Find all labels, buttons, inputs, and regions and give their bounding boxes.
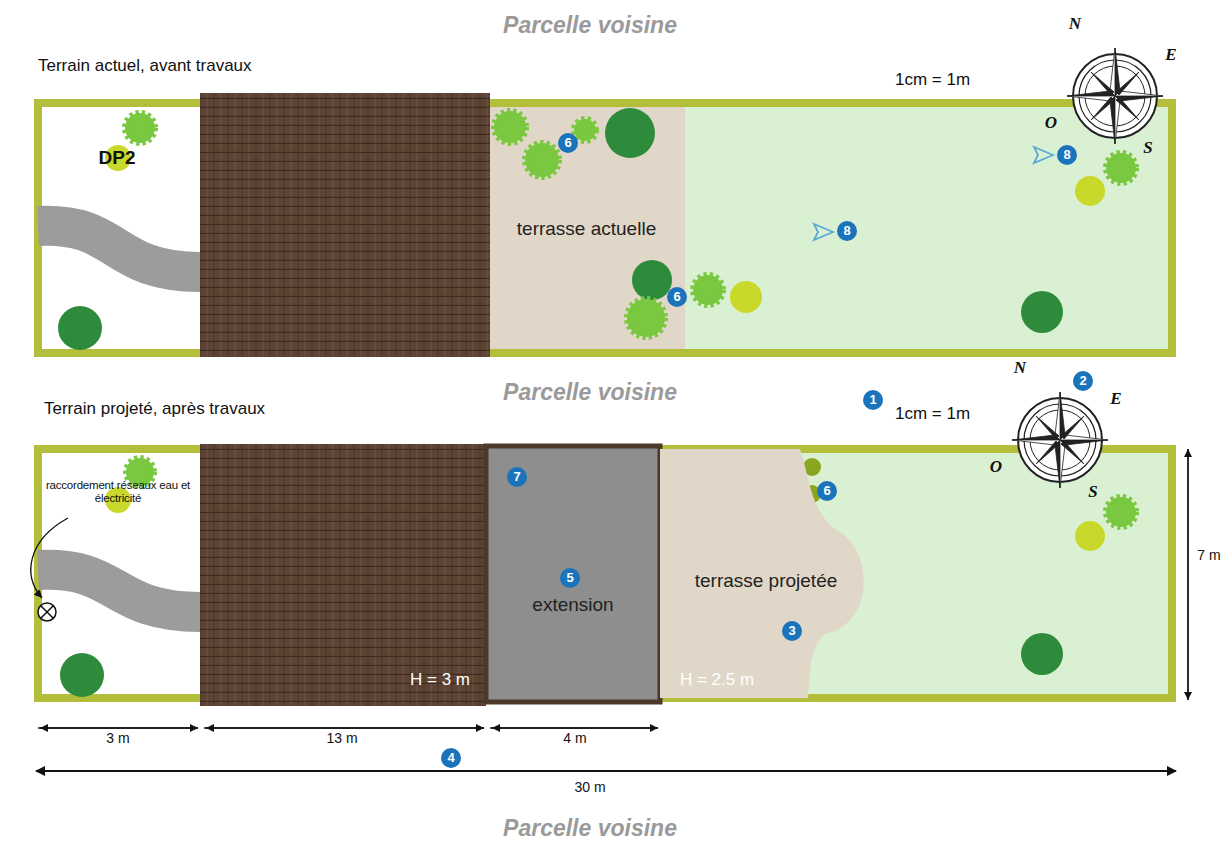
- driveway: [38, 226, 200, 272]
- tree-symbol: [125, 113, 155, 143]
- tree-symbol: [1075, 521, 1105, 551]
- tree-symbol: [1021, 633, 1063, 675]
- area-label: extension: [532, 594, 613, 616]
- compass-letter: O: [990, 457, 1002, 477]
- tree-symbol: [627, 299, 665, 337]
- driveway: [38, 570, 200, 612]
- callout-number: 3: [782, 621, 802, 641]
- dimension-label: 13 m: [323, 730, 360, 746]
- height-label: H = 2.5 m: [680, 670, 754, 690]
- tree-symbol: [60, 653, 104, 697]
- house-roof: [200, 444, 486, 706]
- callout-number: 4: [441, 748, 461, 768]
- tree-symbol: [494, 111, 526, 143]
- compass-letter: S: [1088, 482, 1097, 502]
- compass-rose: [1067, 48, 1163, 144]
- compass-letter: O: [1045, 113, 1057, 133]
- tree-symbol: [605, 108, 655, 158]
- compass-letter: E: [1165, 45, 1176, 65]
- house-roof: [200, 93, 490, 357]
- projected-plot: [31, 444, 1172, 706]
- callout-number: 2: [1073, 371, 1093, 391]
- network-connection-symbol: [38, 603, 56, 621]
- terrace-area: terrasse projetée: [660, 449, 872, 698]
- dimension-label: 30 m: [571, 779, 608, 795]
- neighbour-parcel: Parcelle voisine: [503, 379, 677, 406]
- tree-symbol: [525, 143, 559, 177]
- tree-symbol: [1106, 153, 1136, 183]
- dimension-label: 4 m: [560, 730, 589, 746]
- dimension-label: 7 m: [1194, 547, 1223, 563]
- neighbour-parcel: Parcelle voisine: [503, 815, 677, 841]
- area-label: terrasse actuelle: [517, 218, 656, 240]
- callout-number: 8: [837, 221, 857, 241]
- plan-title: Terrain actuel, avant travaux: [38, 56, 252, 76]
- leader-arrow: [31, 518, 68, 598]
- callout-number: 6: [817, 481, 837, 501]
- dimension-lines: [36, 449, 1188, 771]
- callout-number: 8: [1057, 145, 1077, 165]
- compass-rose: [1012, 392, 1108, 488]
- callout-number: 5: [560, 568, 580, 588]
- tree-symbol: [574, 119, 596, 141]
- callout-number: 7: [507, 467, 527, 487]
- extension-outline: [486, 446, 660, 702]
- tree-symbol: [1075, 176, 1105, 206]
- tree-symbol: [632, 260, 672, 300]
- area-label: terrasse projetée: [695, 570, 838, 592]
- compass-letter: S: [1143, 138, 1152, 158]
- view-cone: [814, 147, 1053, 240]
- compass-letter: N: [1014, 358, 1026, 378]
- existing-plot: [38, 93, 1172, 357]
- photo-marker: DP2: [99, 147, 136, 169]
- callout-number: 6: [667, 287, 687, 307]
- dimension-label: 3 m: [103, 730, 132, 746]
- neighbour-parcel: Parcelle voisine: [503, 12, 677, 39]
- tree-symbol: [1021, 291, 1063, 333]
- tree-symbol: [693, 275, 723, 305]
- scale-note: 1cm = 1m: [895, 404, 970, 424]
- scale-note: 1cm = 1m: [895, 70, 970, 90]
- tree-symbol: [58, 306, 102, 350]
- compass-letter: N: [1069, 14, 1081, 34]
- plan-title: Terrain projeté, après travaux: [44, 399, 265, 419]
- compass-letter: E: [1110, 389, 1121, 409]
- callout-number: 1: [863, 390, 883, 410]
- tree-symbol: [1106, 497, 1136, 527]
- tree-symbol: [730, 281, 762, 313]
- network-note: raccordement réseaux eau et électricité: [43, 479, 193, 505]
- terrace-area: terrasse actuelle: [488, 103, 685, 353]
- height-label: H = 3 m: [410, 670, 470, 690]
- callout-number: 6: [558, 133, 578, 153]
